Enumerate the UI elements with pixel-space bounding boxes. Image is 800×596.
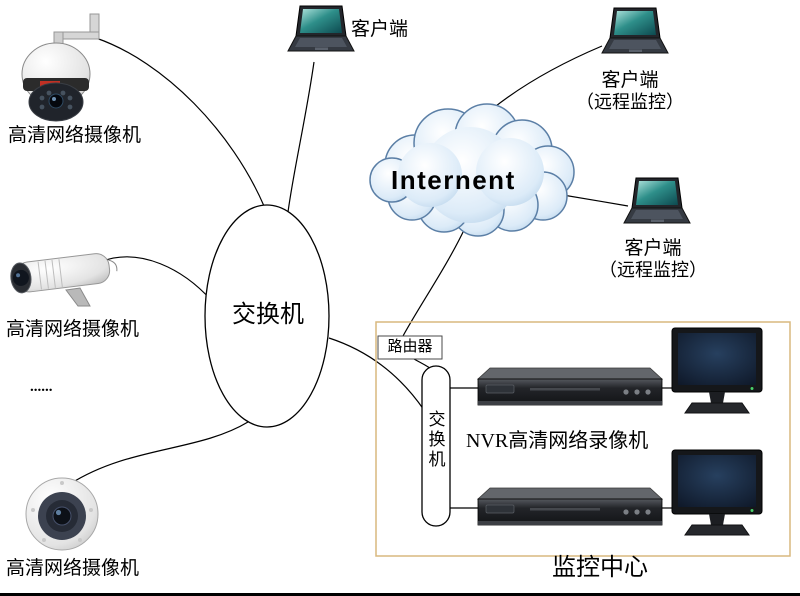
lan-client-label: 客户端 — [351, 19, 409, 40]
link-switch-innerswitch — [328, 337, 425, 411]
remote-client-1-sublabel: （远程监控） — [576, 92, 684, 112]
inner-switch-capsule — [421, 365, 451, 527]
monitoring-center-box — [375, 321, 791, 557]
link-ptz-switch — [95, 37, 265, 207]
inner-switch-label: 交换机 — [425, 410, 445, 470]
router-label: 路由器 — [387, 339, 433, 355]
ptz-camera-label: 高清网络摄像机 — [8, 125, 142, 146]
remote-client-2-label: 客户端 — [624, 238, 682, 259]
link-client-switch — [287, 61, 315, 213]
camera-ellipsis-dots: ...... — [30, 379, 53, 395]
remote-client-2-sublabel: （远程监控） — [599, 260, 707, 280]
lan-client-laptop — [287, 5, 355, 52]
ptz-camera — [21, 13, 100, 122]
link-cloud-router — [402, 227, 466, 337]
remote-client-laptop-2 — [623, 177, 691, 224]
nvr-device-1 — [477, 367, 663, 406]
link-dome-switch — [69, 421, 249, 485]
main-switch-label: 交换机 — [232, 302, 304, 328]
nvr-device-2 — [477, 487, 663, 526]
remote-client-laptop-1 — [601, 7, 669, 54]
bullet-camera — [10, 253, 118, 307]
dome-camera — [25, 477, 99, 551]
nvr-label: NVR高清网络录像机 — [466, 430, 649, 452]
bullet-camera-label: 高清网络摄像机 — [6, 319, 140, 340]
internet-cloud — [369, 103, 575, 237]
monitoring-center-title: 监控中心 — [552, 555, 648, 581]
link-bullet-switch — [99, 256, 212, 301]
remote-client-1-label: 客户端 — [601, 70, 659, 91]
main-switch-ellipse — [204, 204, 330, 428]
monitor-2 — [671, 449, 763, 536]
internet-label: Internent — [391, 165, 516, 195]
router-box — [377, 335, 443, 360]
monitor-1 — [671, 327, 763, 414]
connector-lines — [69, 37, 673, 509]
dome-camera-label: 高清网络摄像机 — [6, 558, 140, 579]
